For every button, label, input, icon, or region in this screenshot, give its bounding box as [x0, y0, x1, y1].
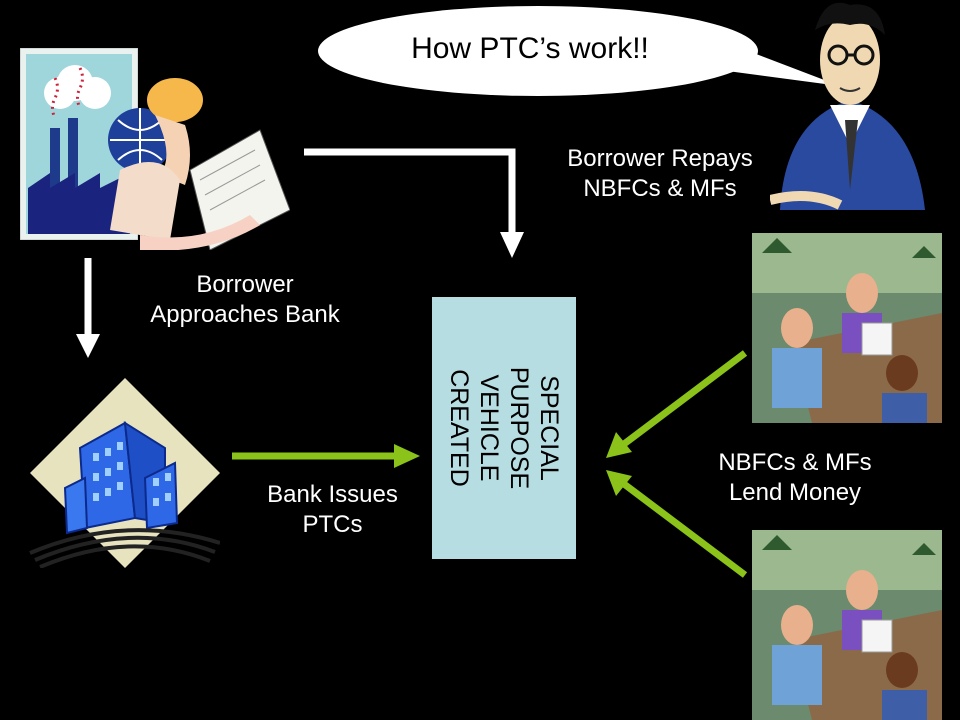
caption-borrower-approaches: Borrower Approaches Bank: [130, 270, 360, 330]
spv-line-4: CREATED: [445, 369, 473, 487]
engineer-icon: [108, 78, 290, 250]
caption-borrower-repays-line1: Borrower Repays: [567, 145, 753, 172]
speech-bubble-text: How PTC’s work!!: [411, 32, 649, 65]
spv-line-1: SPECIAL: [535, 375, 563, 481]
arrow-bank-to-spv: [232, 444, 420, 468]
spv-line-2: PURPOSE: [505, 366, 533, 490]
arrow-borrower-to-spv: [304, 148, 524, 258]
caption-bank-issues: Bank Issues PTCs: [240, 480, 425, 540]
spv-label: SPECIAL PURPOSE VEHICLE CREATED: [444, 297, 564, 559]
caption-borrower-approaches-line1: Borrower: [196, 271, 294, 298]
meeting-top-icon: [752, 233, 942, 423]
caption-bank-issues-line2: PTCs: [302, 511, 363, 538]
spv-line-3: VEHICLE: [475, 374, 503, 482]
spv-box: SPECIAL PURPOSE VEHICLE CREATED: [432, 297, 576, 559]
arrow-lenders-top-to-spv: [606, 350, 748, 458]
caption-borrower-repays-line2: NBFCs & MFs: [583, 175, 737, 202]
meeting-bottom-icon: [752, 530, 942, 720]
caption-nbfcs-lend-line2: Lend Money: [728, 479, 862, 506]
caption-borrower-repays: Borrower Repays NBFCs & MFs: [545, 144, 775, 204]
caption-nbfcs-lend-line1: NBFCs & MFs: [718, 449, 872, 476]
bank-building-icon: [29, 378, 220, 568]
arrow-borrower-to-bank: [76, 258, 100, 358]
caption-nbfcs-lend: NBFCs & MFs Lend Money: [690, 448, 900, 508]
arrow-lenders-bottom-to-spv: [606, 470, 748, 578]
caption-borrower-approaches-line2: Approaches Bank: [150, 301, 340, 328]
speech-bubble: [318, 6, 840, 96]
professor-icon: [770, 2, 925, 210]
caption-bank-issues-line1: Bank Issues: [267, 481, 398, 508]
